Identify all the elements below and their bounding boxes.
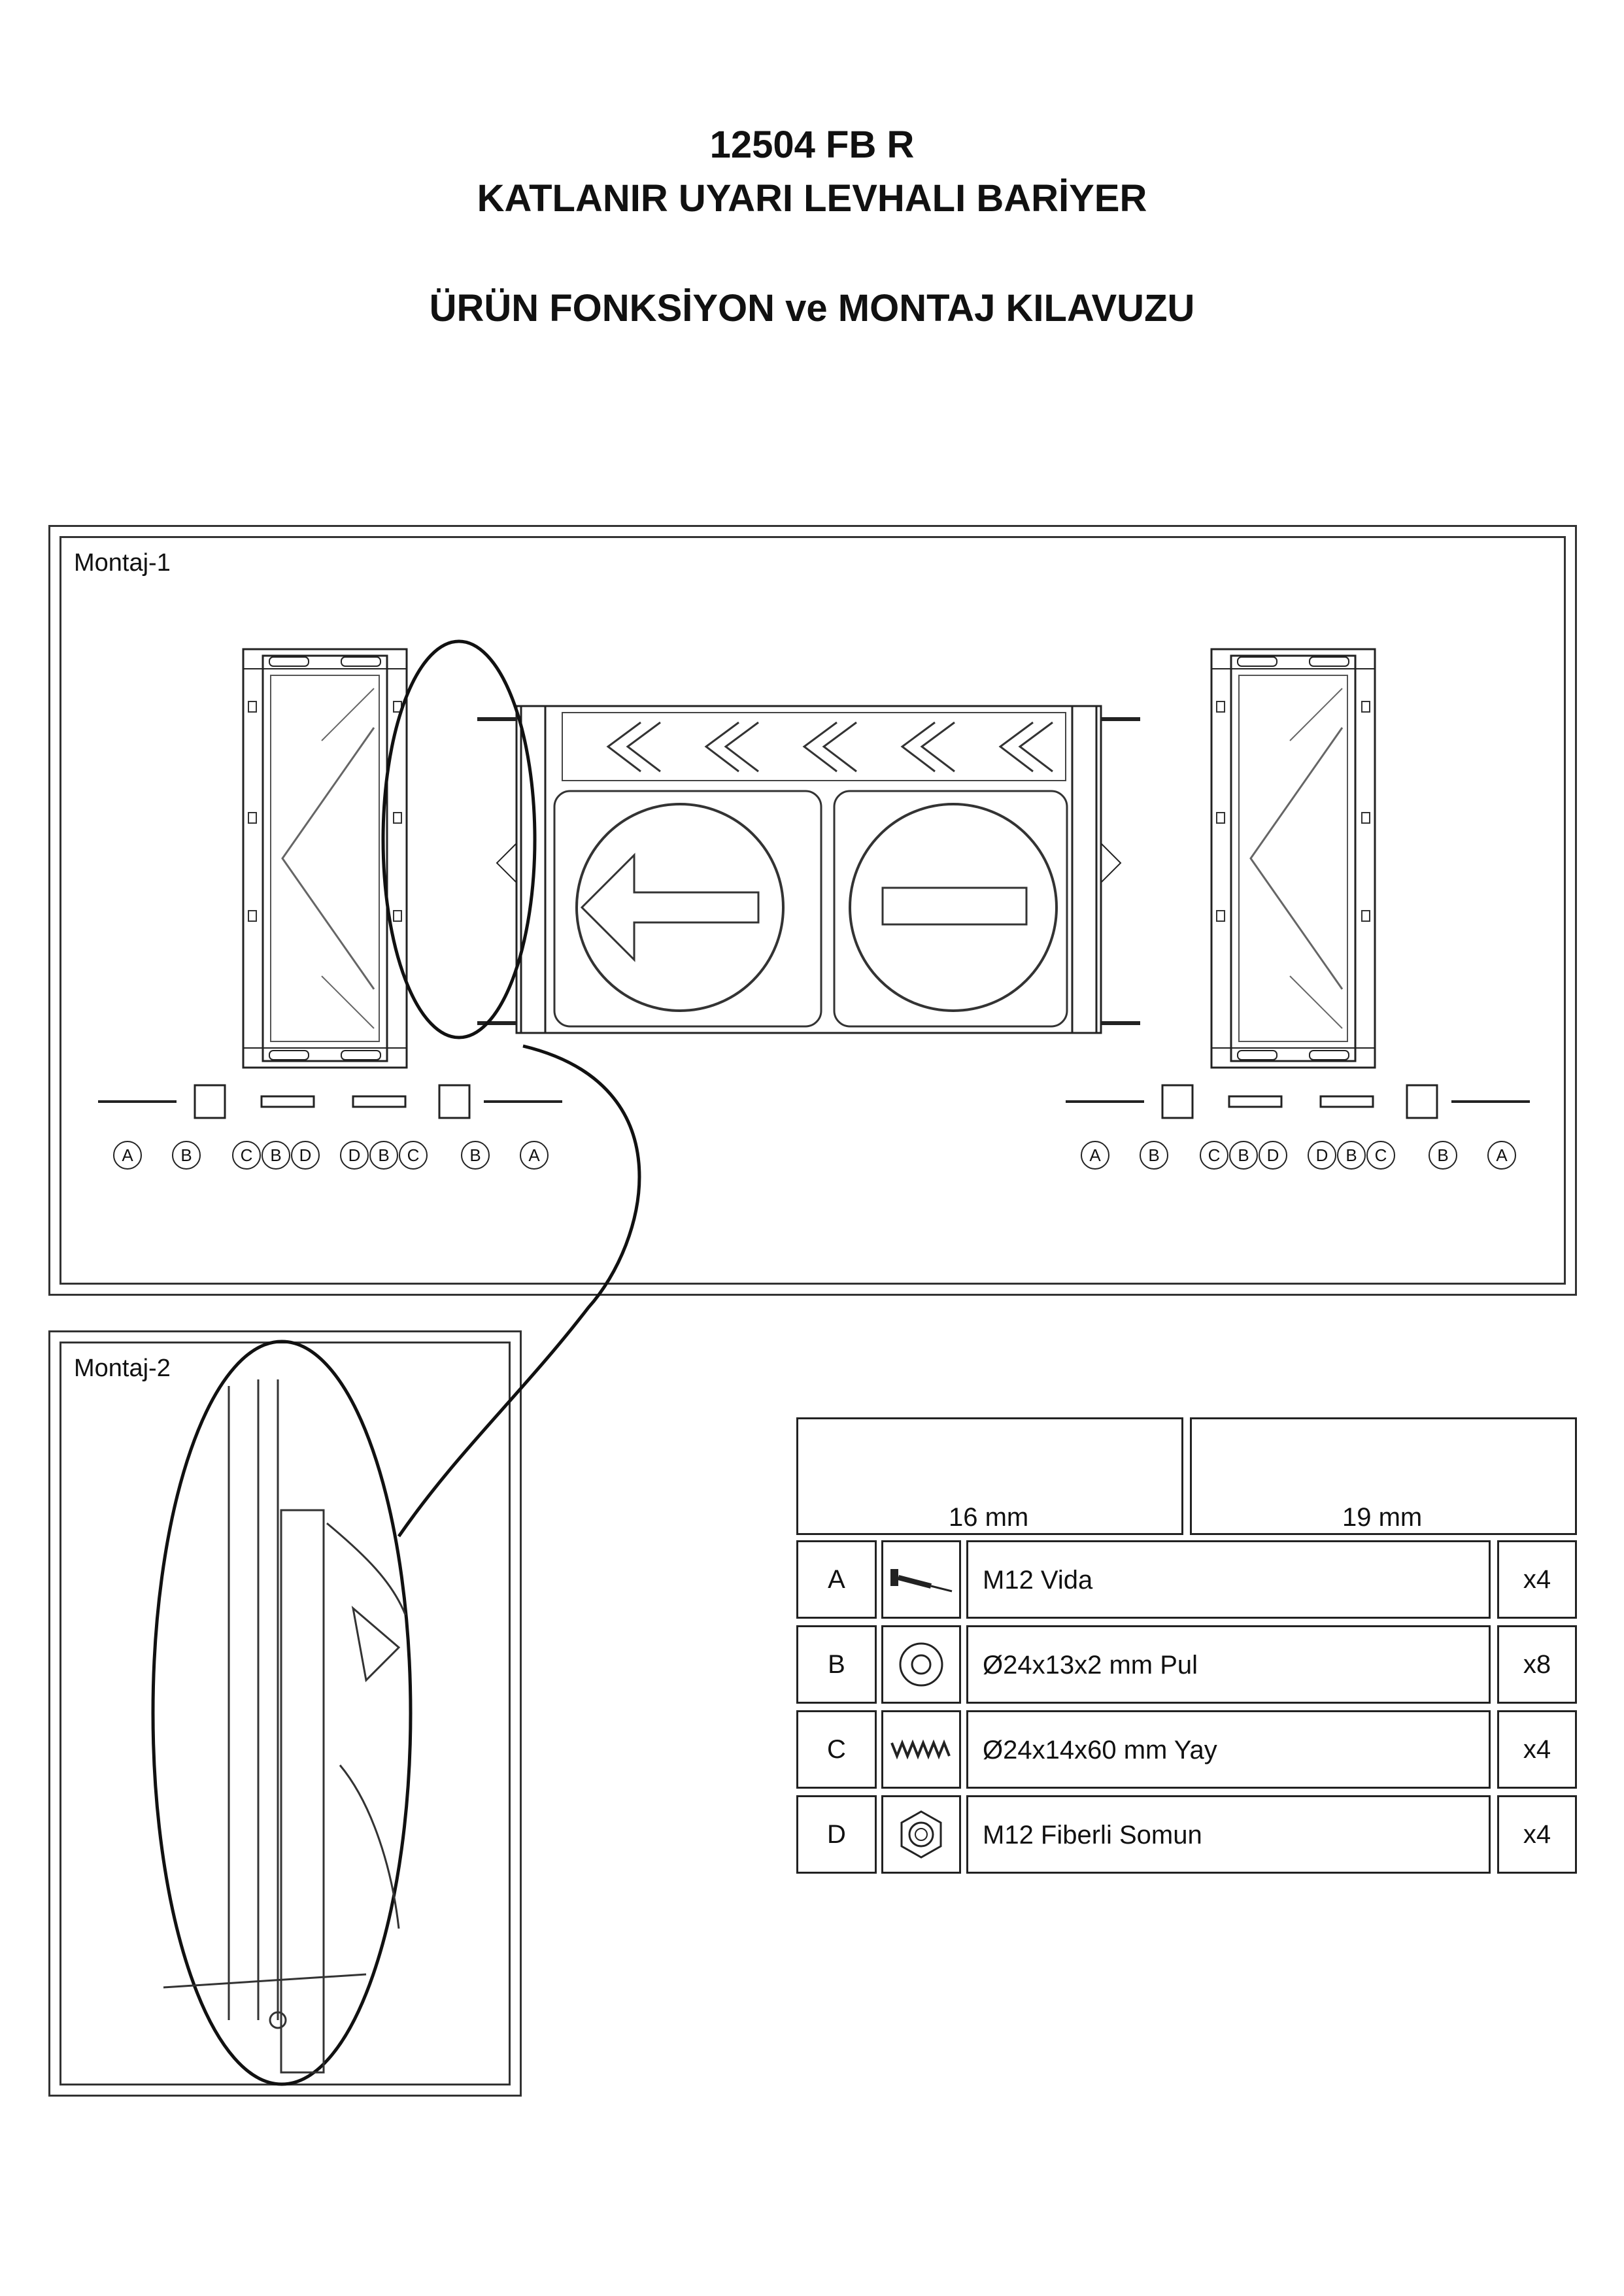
part-icon-cell	[881, 1795, 961, 1874]
washer-icon	[899, 1642, 943, 1687]
part-label-circle: C	[399, 1141, 428, 1170]
part-label-circle: B	[461, 1141, 490, 1170]
part-label: B	[1437, 1145, 1449, 1165]
part-name: Ø24x13x2 mm Pul	[983, 1651, 1198, 1680]
montaj-1-label: Montaj-1	[74, 549, 171, 577]
montaj-2-label: Montaj-2	[74, 1355, 171, 1382]
part-qty-cell: x4	[1497, 1710, 1577, 1789]
nut-icon	[900, 1810, 942, 1859]
part-label: B	[1238, 1145, 1249, 1165]
part-label-circle: B	[1140, 1141, 1168, 1170]
part-label-circle: D	[1259, 1141, 1287, 1170]
part-qty-cell: x4	[1497, 1540, 1577, 1619]
part-label-circle: A	[113, 1141, 142, 1170]
part-letter-cell: C	[796, 1710, 877, 1789]
part-label-circle: D	[291, 1141, 320, 1170]
part-label: C	[1374, 1145, 1387, 1165]
part-letter-cell: A	[796, 1540, 877, 1619]
part-label: D	[348, 1145, 361, 1165]
part-name-cell: Ø24x14x60 mm Yay	[966, 1710, 1491, 1789]
part-label: D	[1266, 1145, 1279, 1165]
tool-ratchet-wrench: 16 mm	[796, 1417, 1183, 1535]
part-label-circle: C	[1366, 1141, 1395, 1170]
product-name: KATLANIR UYARI LEVHALI BARİYER	[477, 177, 1147, 220]
part-qty-cell: x4	[1497, 1795, 1577, 1874]
montaj-2-panel: Montaj-2	[48, 1330, 522, 2097]
part-label-circle: B	[1229, 1141, 1258, 1170]
part-name-cell: M12 Fiberli Somun	[966, 1795, 1491, 1874]
part-label: A	[1496, 1145, 1508, 1165]
part-label: B	[378, 1145, 390, 1165]
part-label: C	[407, 1145, 420, 1165]
part-name: Ø24x14x60 mm Yay	[983, 1736, 1217, 1764]
part-label-circle: B	[369, 1141, 398, 1170]
part-label: B	[180, 1145, 192, 1165]
tool-open-end-wrench: 19 mm	[1190, 1417, 1577, 1535]
part-label: B	[1148, 1145, 1160, 1165]
bolt-icon	[890, 1569, 953, 1593]
part-label: A	[1089, 1145, 1101, 1165]
product-code: 12504 FB R	[709, 124, 915, 166]
part-name: M12 Vida	[983, 1566, 1093, 1595]
part-icon-cell	[881, 1625, 961, 1704]
part-label-circle: D	[1308, 1141, 1336, 1170]
part-icon-cell	[881, 1540, 961, 1619]
part-label: A	[122, 1145, 133, 1165]
part-label-circle: B	[172, 1141, 201, 1170]
part-label-circle: A	[1487, 1141, 1516, 1170]
part-label: D	[299, 1145, 312, 1165]
part-name-cell: Ø24x13x2 mm Pul	[966, 1625, 1491, 1704]
part-letter-cell: B	[796, 1625, 877, 1704]
part-label-circle: B	[1429, 1141, 1457, 1170]
part-label: B	[1345, 1145, 1357, 1165]
part-label: B	[270, 1145, 282, 1165]
part-label-circle: A	[520, 1141, 549, 1170]
tool-size-label: 19 mm	[1342, 1503, 1423, 1532]
part-label-circle: B	[262, 1141, 290, 1170]
part-name: M12 Fiberli Somun	[983, 1821, 1202, 1849]
part-label-circle: C	[1200, 1141, 1228, 1170]
part-name-cell: M12 Vida	[966, 1540, 1491, 1619]
part-qty-cell: x8	[1497, 1625, 1577, 1704]
document-subtitle: ÜRÜN FONKSİYON ve MONTAJ KILAVUZU	[429, 287, 1195, 329]
montaj-1-panel: Montaj-1	[48, 525, 1577, 1296]
part-label: C	[1208, 1145, 1221, 1165]
part-label: D	[1315, 1145, 1328, 1165]
part-label: A	[528, 1145, 540, 1165]
part-label: B	[469, 1145, 481, 1165]
part-label: C	[240, 1145, 253, 1165]
part-letter-cell: D	[796, 1795, 877, 1874]
part-icon-cell	[881, 1710, 961, 1789]
part-label-circle: A	[1081, 1141, 1109, 1170]
spring-icon	[890, 1739, 951, 1760]
part-label-circle: D	[340, 1141, 369, 1170]
tool-size-label: 16 mm	[949, 1503, 1029, 1532]
part-label-circle: C	[232, 1141, 261, 1170]
part-label-circle: B	[1337, 1141, 1366, 1170]
